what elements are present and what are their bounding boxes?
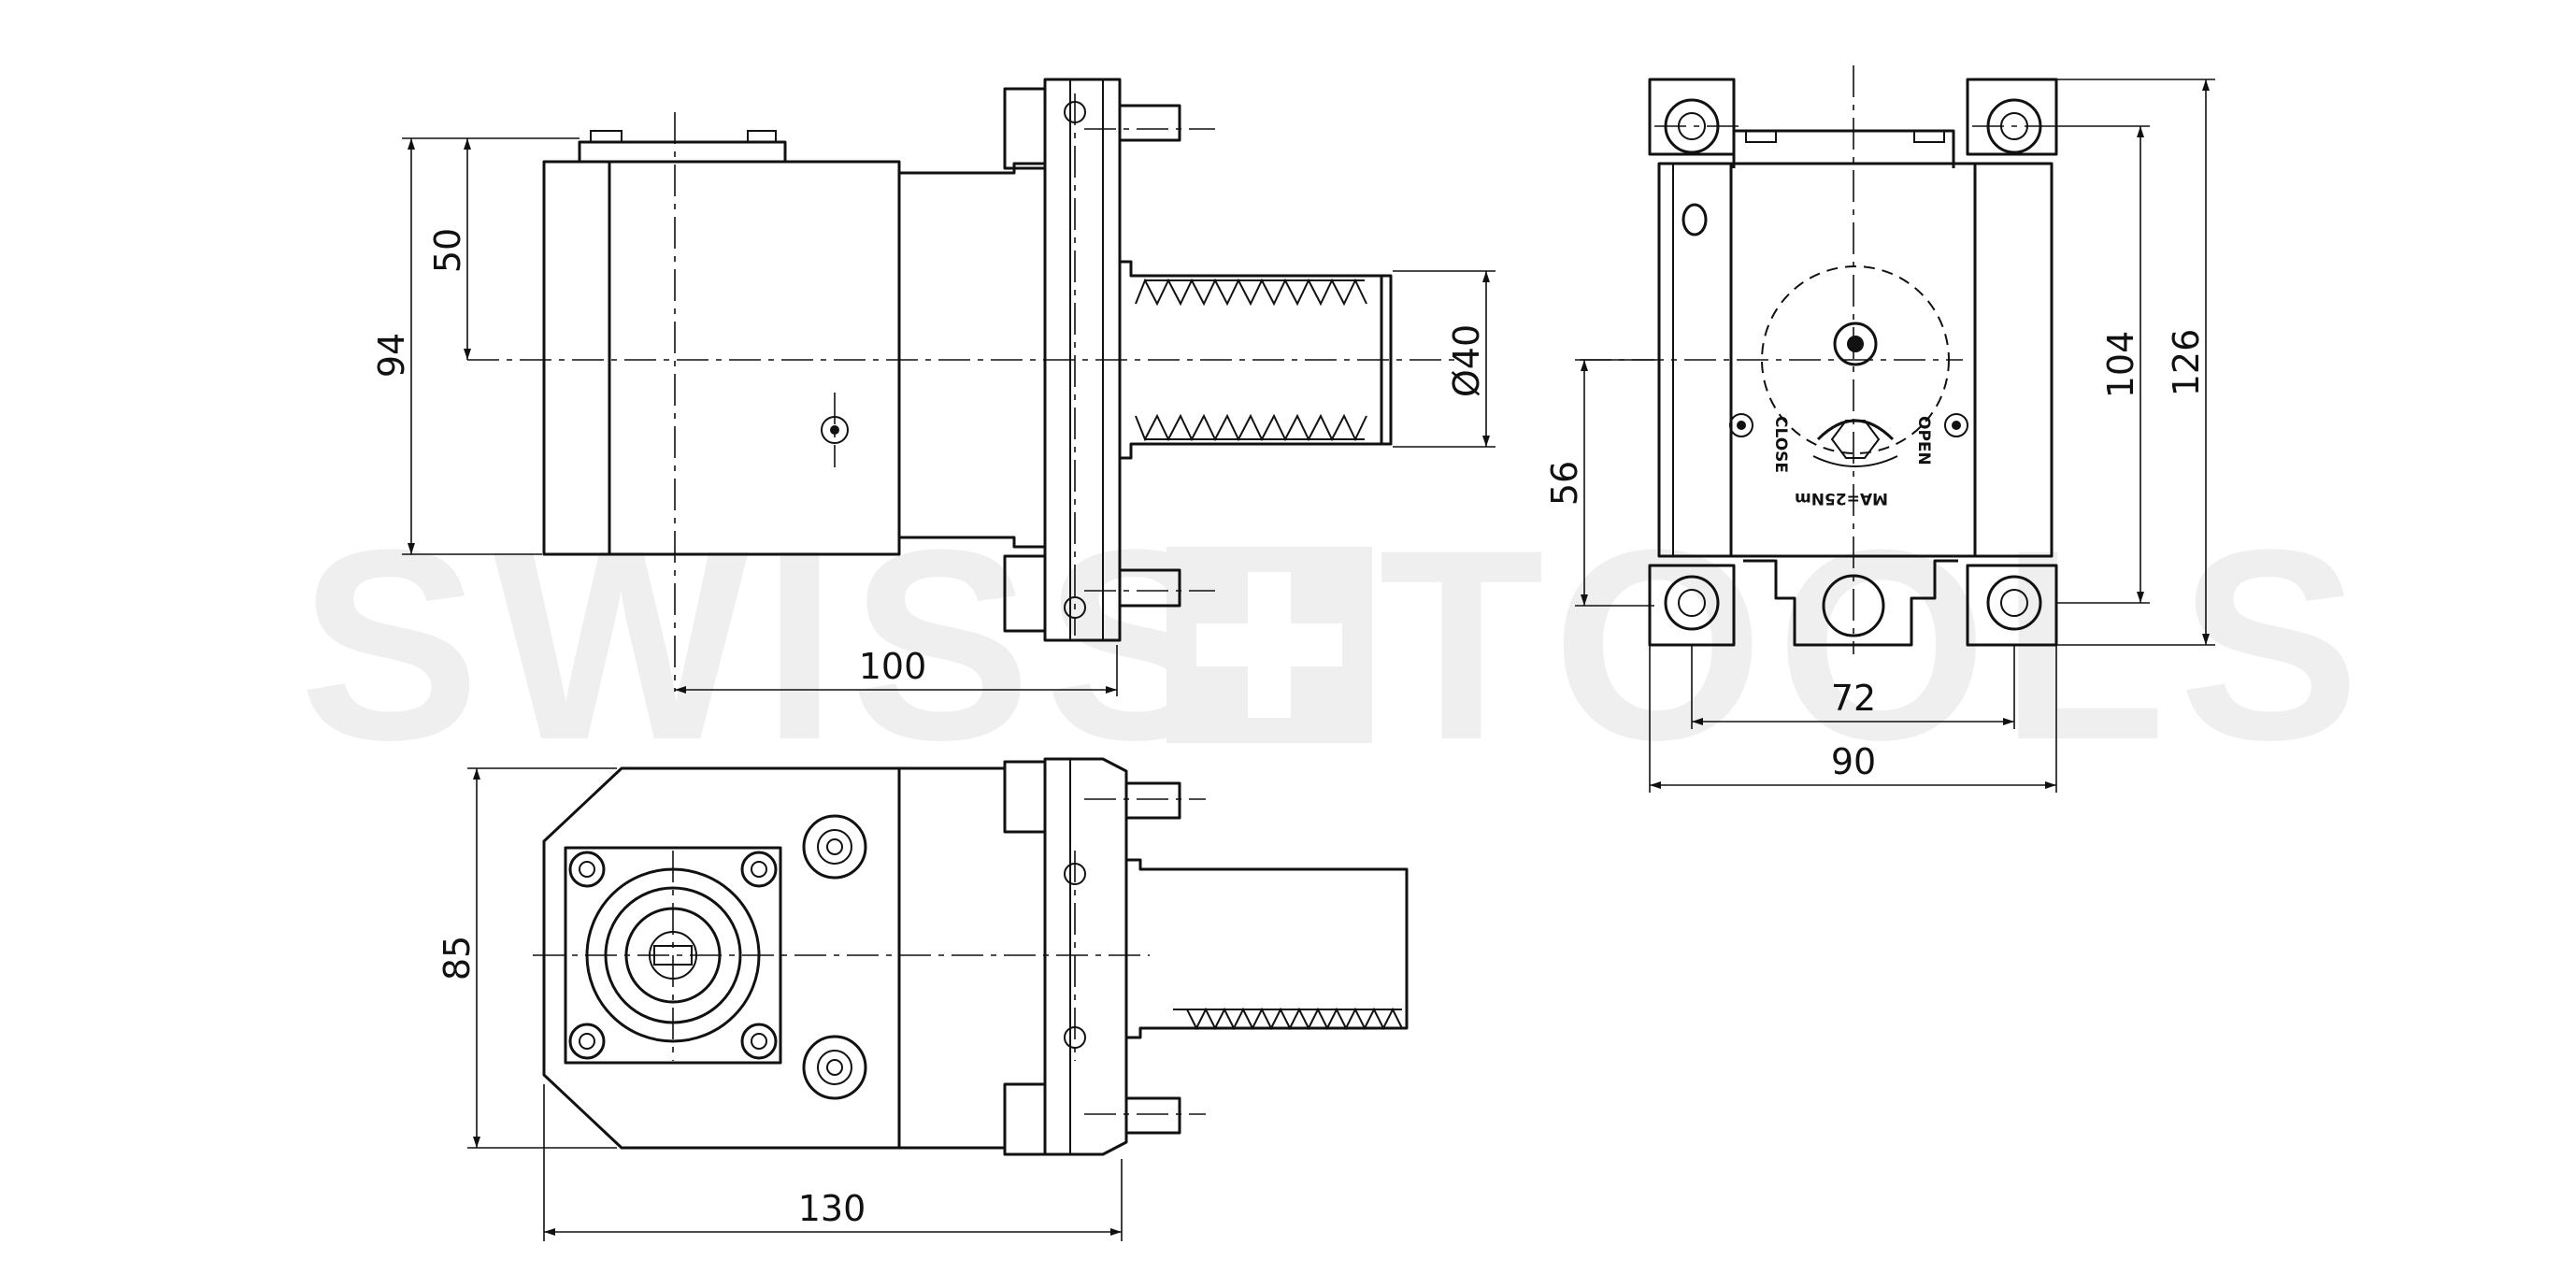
side-view-dimensions: 94 50 Ø40 100 [371,137,1496,696]
side-view [467,78,1458,692]
dimension-85: 85 [436,936,478,980]
label-torque: MA=25Nm [1795,489,1888,508]
dimension-90: 90 [1831,741,1876,782]
dimension-94: 94 [371,333,412,378]
plate-screws [568,851,778,1060]
dimension-104: 104 [2100,331,2141,399]
front-view-dimensions: 56 104 126 72 90 [1544,79,2215,793]
watermark-text-swiss: SWISS [299,494,1238,796]
dimension-130: 130 [798,1188,866,1229]
label-open: OPEN [1914,416,1933,465]
dimension-50: 50 [427,228,468,273]
top-view-dimensions: 85 130 [436,767,1123,1241]
dimension-126: 126 [2166,329,2207,397]
dimension-diameter-40: Ø40 [1446,324,1487,397]
label-close: CLOSE [1771,416,1790,473]
front-view: CLOSE OPEN MA=25Nm [1580,65,2058,654]
top-view [533,757,1409,1156]
dimension-56: 56 [1544,461,1585,506]
thread-teeth [1135,278,1367,442]
dimension-100: 100 [859,646,927,687]
swiss-cross-icon [1166,547,1372,743]
dimension-72: 72 [1831,678,1876,719]
shank-serration [1173,1007,1403,1031]
